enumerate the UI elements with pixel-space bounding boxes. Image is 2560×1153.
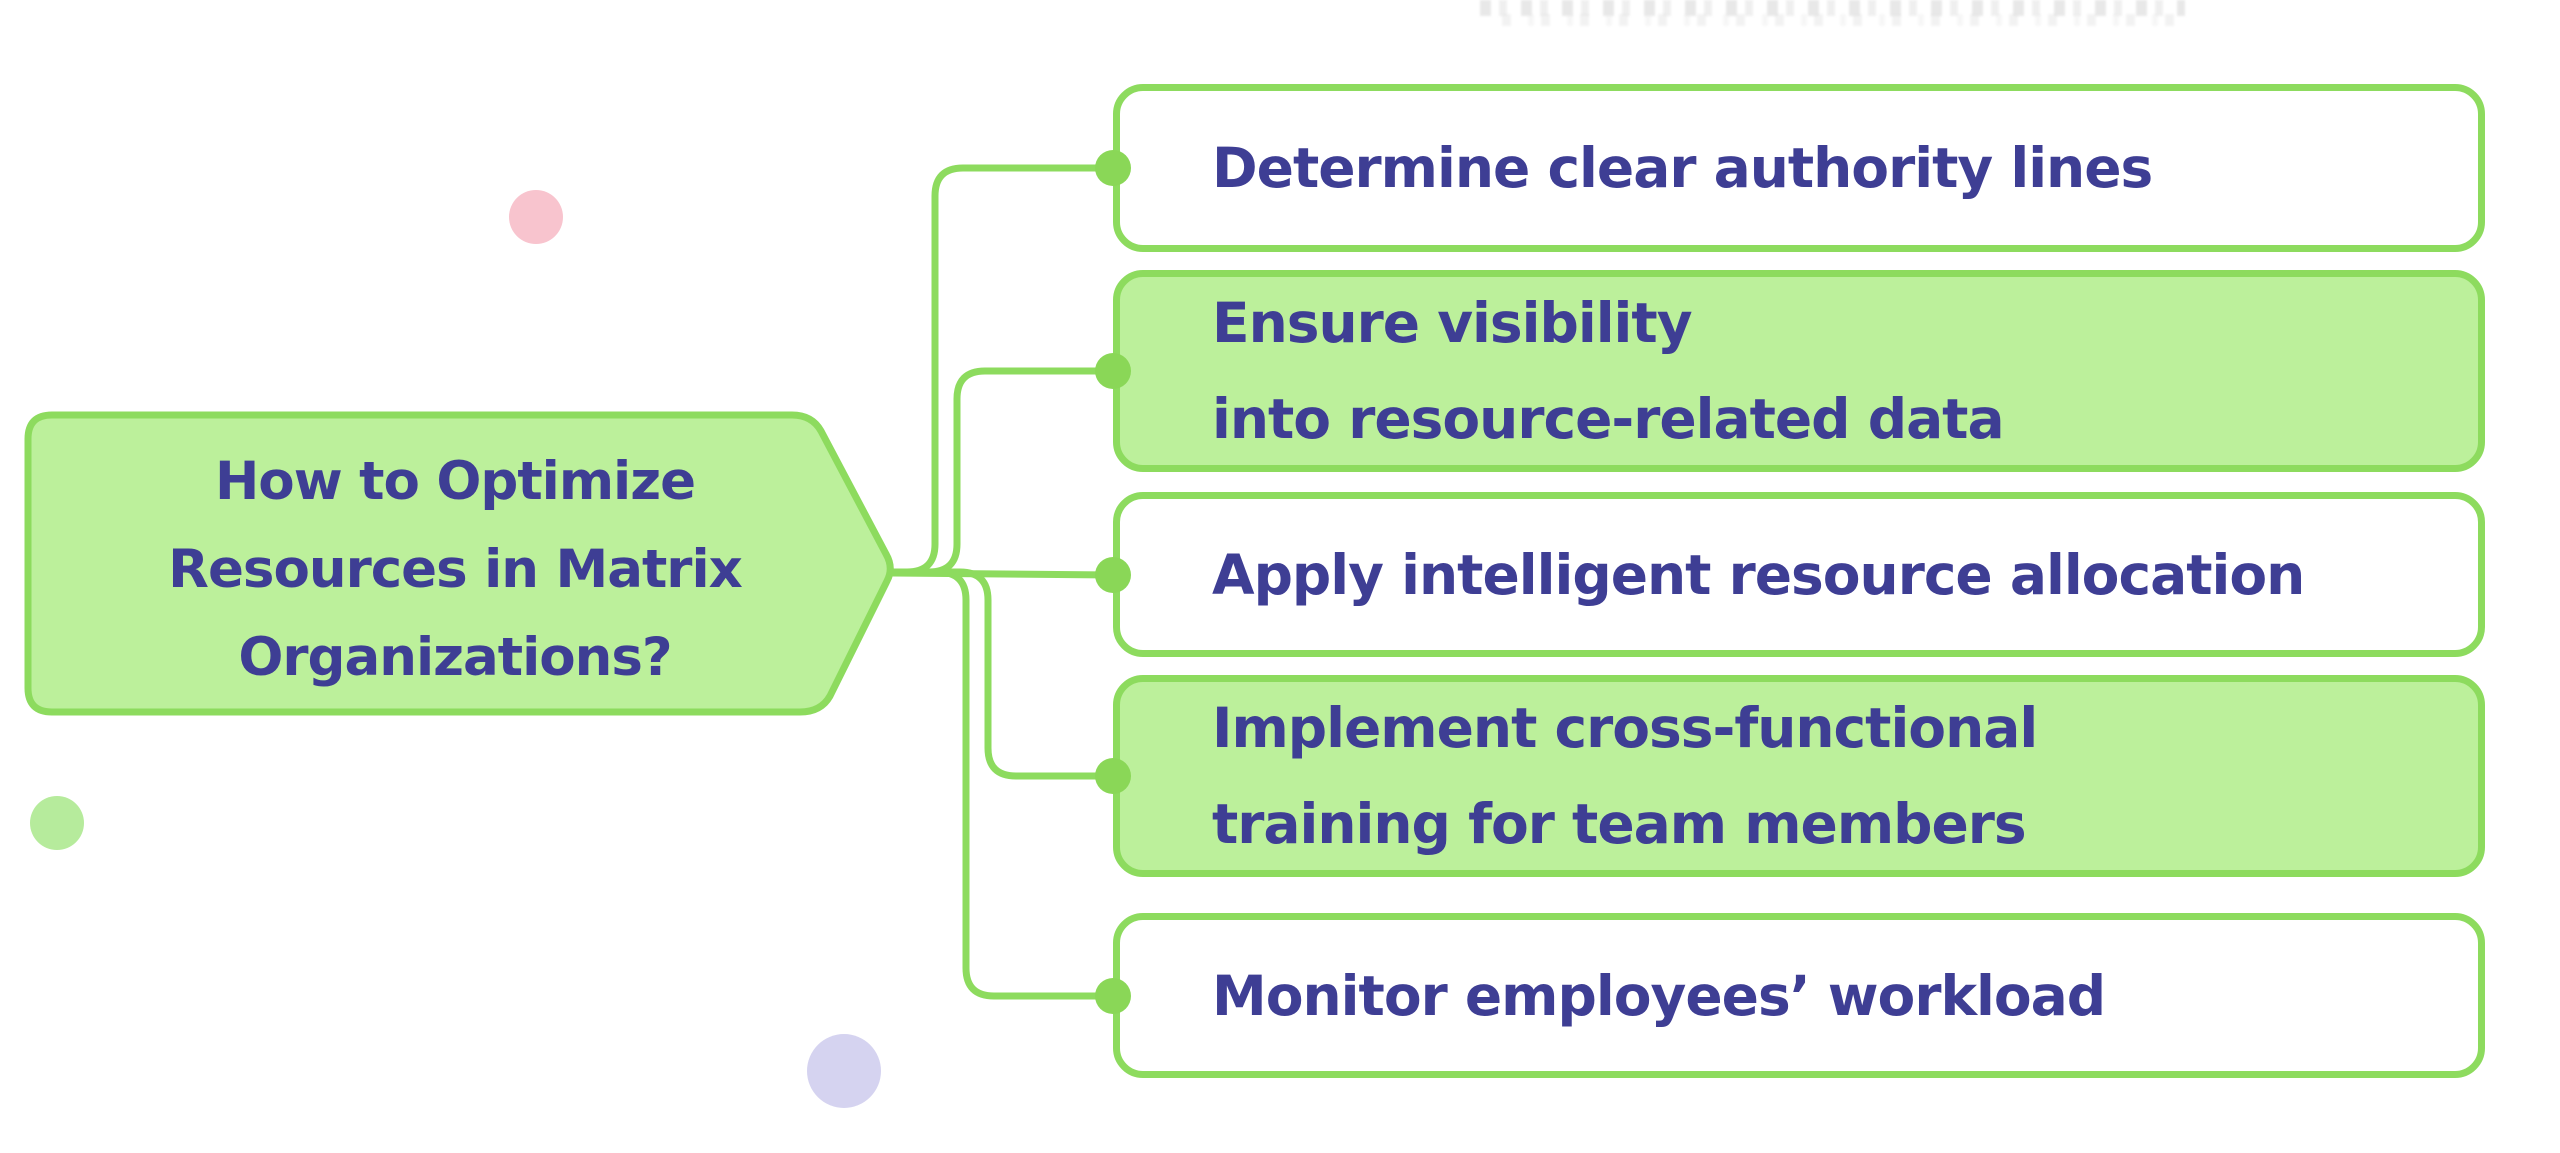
connector-branch-3 [889, 569, 1117, 579]
branch-node-cross-functional-training: Implement cross-functional training for … [1113, 675, 2485, 877]
cropped-text-fragment [1480, 0, 2185, 16]
connector-branch-5 [889, 568, 1117, 1000]
green-dot-decoration [30, 796, 84, 850]
branch-label: training for team members [1212, 792, 2027, 856]
central-node-line: Resources in Matrix [168, 538, 743, 600]
central-node-line: Organizations? [238, 626, 672, 688]
lavender-dot-decoration [807, 1034, 881, 1108]
branch-label: Implement cross-functional [1212, 696, 2038, 760]
branch-label: Ensure visibility [1212, 291, 1693, 355]
branch-label: Monitor employees’ workload [1212, 963, 2106, 1028]
branch-node-determine-authority: Determine clear authority lines [1113, 84, 2485, 252]
branch-label: Apply intelligent resource allocation [1212, 542, 2305, 607]
branch-node-ensure-visibility: Ensure visibility into resource-related … [1113, 270, 2485, 472]
branch-node-monitor-workload: Monitor employees’ workload [1113, 913, 2485, 1078]
connector-branch-1 [889, 164, 1117, 576]
pink-dot-decoration [509, 190, 563, 244]
cropped-text-fragment [1495, 14, 2175, 26]
connector-branch-2 [889, 367, 1117, 576]
central-node-line: How to Optimize [214, 450, 696, 512]
connector-branch-4 [889, 568, 1117, 780]
central-node: How to Optimize Resources in Matrix Orga… [28, 415, 882, 712]
branch-label: into resource-related data [1212, 387, 2005, 451]
branch-node-intelligent-allocation: Apply intelligent resource allocation [1113, 492, 2485, 657]
branch-label: Determine clear authority lines [1212, 136, 2153, 200]
